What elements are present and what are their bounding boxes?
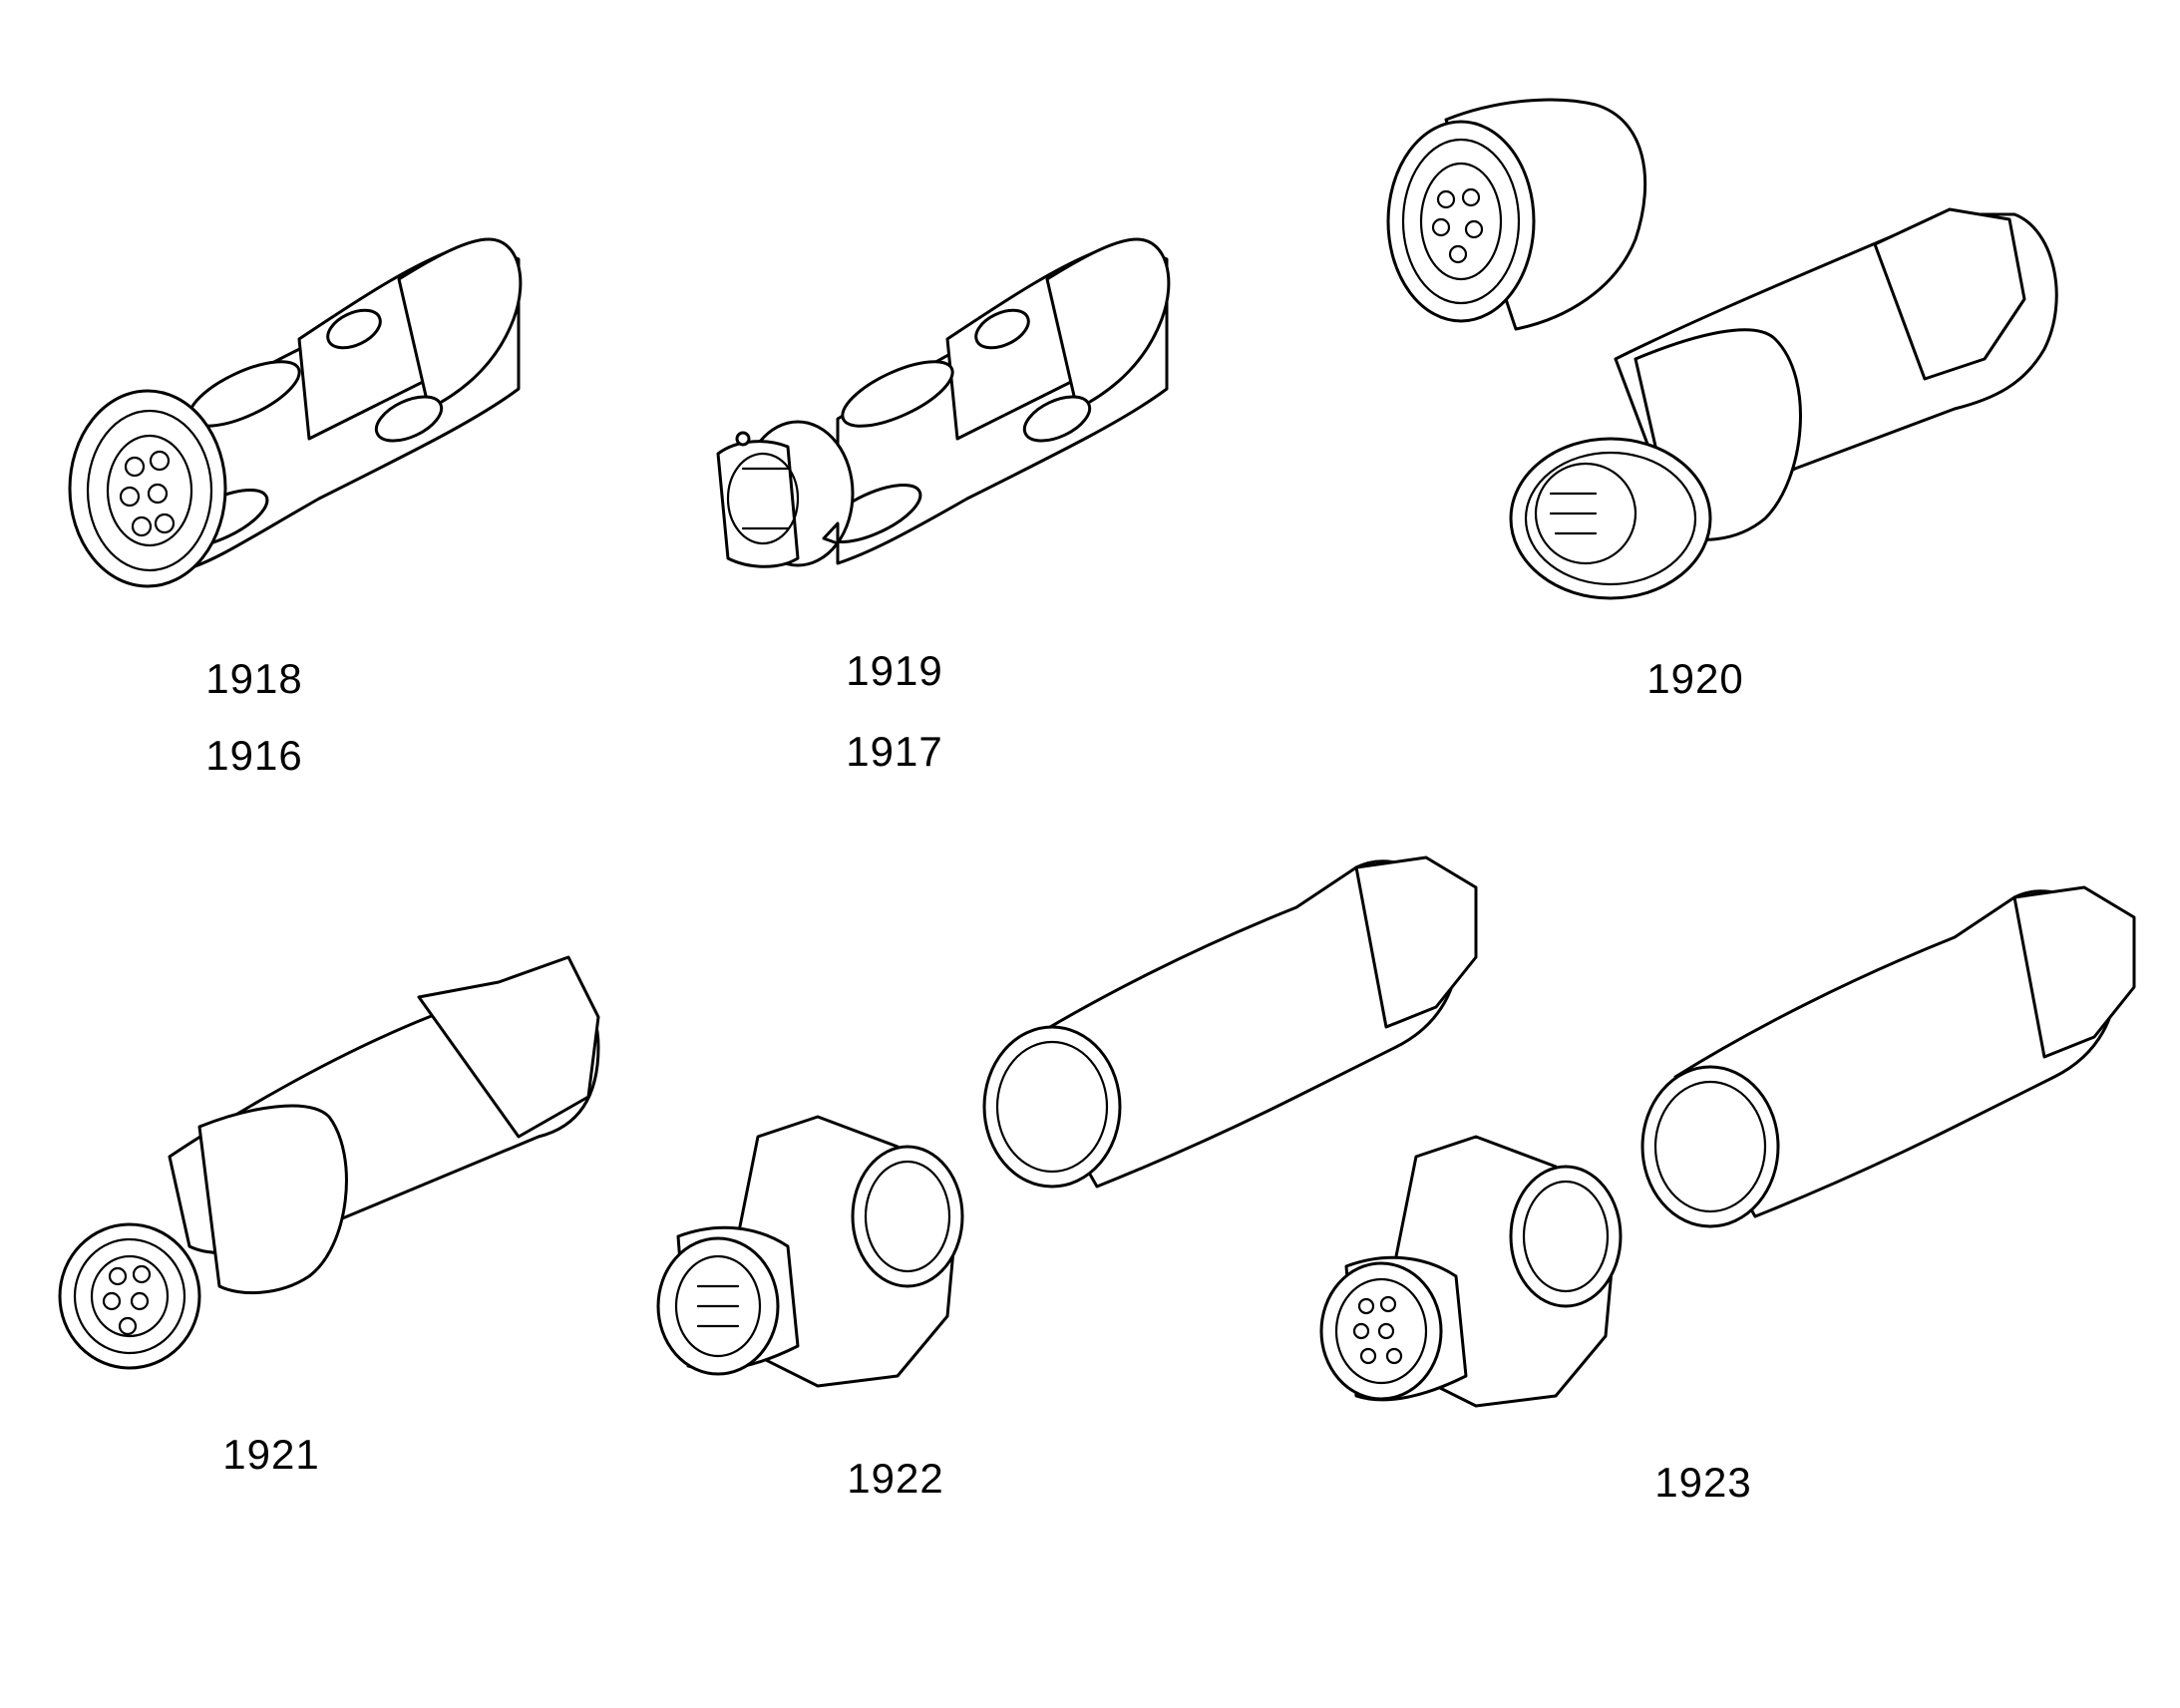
connector-1920-drawing (1386, 98, 2058, 600)
label-1922: 1922 (847, 1455, 944, 1502)
label-1921: 1921 (222, 1431, 320, 1478)
label-1920: 1920 (1646, 655, 1744, 702)
connector-1919-drawing (716, 237, 1171, 568)
connector-1918-drawing (68, 237, 523, 588)
connector-1921-drawing (58, 955, 600, 1370)
label-1916: 1916 (205, 732, 303, 779)
label-1919: 1919 (846, 647, 943, 694)
connector-1922-drawing (656, 855, 1478, 1388)
label-1917: 1917 (846, 728, 943, 775)
label-1918: 1918 (205, 655, 303, 702)
connector-1923-drawing (1319, 885, 2136, 1408)
label-1923: 1923 (1654, 1459, 1752, 1506)
